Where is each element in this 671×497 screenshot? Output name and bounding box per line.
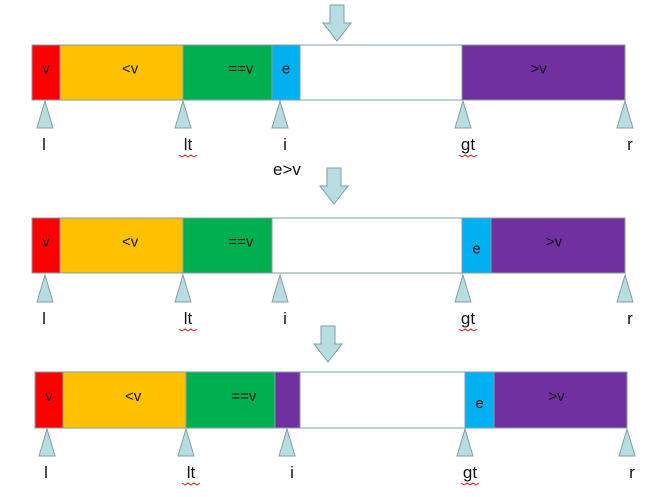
segment-label: <v — [122, 233, 139, 250]
spellcheck-underline — [181, 482, 201, 486]
pointer-gt-icon — [454, 99, 472, 129]
pointer-label-lt: lt — [187, 463, 196, 482]
pointer-label-gt: gt — [461, 135, 475, 154]
pointer-label-r: r — [627, 135, 633, 154]
segment-greater — [490, 217, 626, 274]
segment-label: ==v — [228, 233, 254, 250]
segment-greater — [461, 44, 626, 101]
pointer-l-icon — [36, 273, 54, 303]
pointer-label-l: l — [42, 135, 46, 154]
segment-equal — [182, 217, 273, 274]
segment-equal — [185, 371, 276, 429]
segment-greater — [493, 371, 628, 429]
pointer-label-l: l — [42, 309, 46, 328]
pointer-l-icon — [38, 427, 56, 457]
segment-unprocessed — [299, 44, 463, 101]
segment-e — [461, 217, 492, 274]
segment-label: e — [282, 60, 290, 77]
partition-row-2: v <v ==v e >v — [31, 217, 626, 274]
pointer-label-r: r — [629, 463, 635, 482]
segment-less — [62, 371, 187, 429]
pointer-l-icon — [36, 99, 54, 129]
segment-v — [31, 217, 61, 274]
segment-label: v — [42, 233, 50, 250]
pointer-label-i: i — [290, 463, 294, 482]
pointer-label-r: r — [627, 309, 633, 328]
segment-label: <v — [122, 60, 139, 77]
pointer-r-icon — [618, 427, 636, 457]
spellcheck-underline — [458, 328, 478, 332]
condition-note: e>v — [273, 160, 301, 179]
segment-label: ==v — [231, 388, 257, 405]
pointer-gt-icon — [454, 273, 472, 303]
pointer-label-i: i — [283, 309, 287, 328]
pointer-gt-icon — [456, 427, 474, 457]
pointer-lt-icon — [174, 273, 192, 303]
partition-row-3: v <v ==v e >v — [34, 371, 628, 429]
down-arrow-icon — [318, 167, 350, 205]
segment-e — [464, 371, 495, 429]
spellcheck-underline — [178, 154, 198, 158]
segment-label: <v — [125, 388, 142, 405]
segment-label: e — [472, 240, 480, 257]
segment-label: v — [42, 60, 50, 77]
segment-label: v — [45, 388, 53, 405]
segment-less — [59, 44, 184, 101]
pointer-label-i: i — [283, 135, 287, 154]
segment-label: >v — [546, 233, 563, 250]
segment-label: >v — [548, 388, 565, 405]
segment-unprocessed — [271, 217, 463, 274]
segment-less — [59, 217, 184, 274]
segment-label: e — [475, 395, 483, 412]
segment-unprocessed — [299, 371, 466, 429]
spellcheck-underline — [458, 154, 478, 158]
spellcheck-underline — [460, 482, 480, 486]
pointer-lt-icon — [174, 99, 192, 129]
down-arrow-icon — [312, 325, 344, 363]
pointer-label-lt: lt — [184, 309, 193, 328]
segment-equal — [182, 44, 273, 101]
segment-label: >v — [530, 60, 547, 77]
partition-row-1: v <v ==v e >v — [31, 44, 626, 101]
pointer-r-icon — [616, 273, 634, 303]
pointer-label-l: l — [44, 463, 48, 482]
segment-v — [31, 44, 61, 101]
pointer-lt-icon — [177, 427, 195, 457]
segment-label: ==v — [228, 60, 254, 77]
spellcheck-underline — [178, 328, 198, 332]
pointer-i-icon — [271, 99, 289, 129]
segment-greater — [274, 371, 301, 429]
pointer-i-icon — [271, 273, 289, 303]
down-arrow-icon — [321, 4, 353, 42]
pointer-i-icon — [278, 427, 296, 457]
pointer-label-gt: gt — [463, 463, 477, 482]
pointer-label-gt: gt — [461, 309, 475, 328]
pointer-r-icon — [616, 99, 634, 129]
pointer-label-lt: lt — [184, 135, 193, 154]
